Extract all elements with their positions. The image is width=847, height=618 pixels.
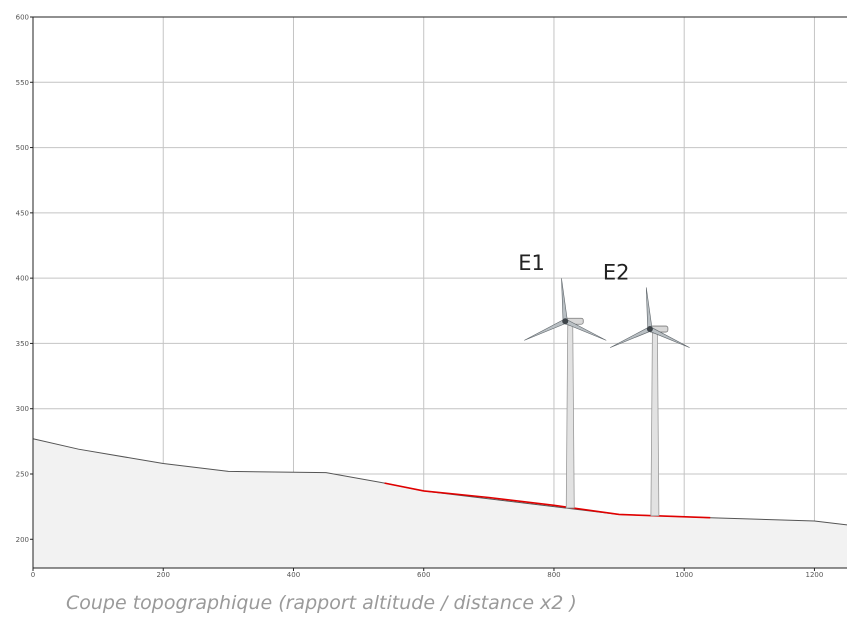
y-tick-label: 350: [16, 340, 29, 348]
y-tick-label: 450: [16, 209, 29, 217]
wind-turbine-e1: E1: [518, 251, 607, 509]
turbine-blade: [524, 318, 567, 341]
terrain-line: [32, 438, 847, 526]
y-tick-label: 600: [16, 14, 29, 22]
wind-turbine-e2: E2: [603, 260, 690, 517]
x-tick-label: 400: [287, 571, 300, 579]
wind-turbines: E1 E2: [518, 251, 690, 517]
x-tick-label: 1200: [806, 571, 824, 579]
chart-caption: Coupe topographique (rapport altitude / …: [66, 592, 577, 614]
turbine-hub: [562, 318, 569, 325]
x-tick-label: 600: [417, 571, 430, 579]
turbine-blade: [561, 278, 568, 322]
axes: 0 200 400 600 800 1000 1200 200 250 300 350 400 450 5…: [16, 14, 847, 579]
turbine-tower: [565, 324, 575, 509]
turbine-label-e1: E1: [518, 251, 545, 275]
highlighted-section-line: [384, 482, 711, 519]
y-tick-label: 300: [16, 405, 29, 413]
x-tick-label: 800: [547, 571, 560, 579]
x-tick-label: 0: [31, 571, 35, 579]
y-tick-label: 250: [16, 470, 29, 478]
turbine-blade: [609, 326, 652, 348]
turbine-label-e2: E2: [603, 260, 630, 284]
y-tick-label: 550: [16, 79, 29, 87]
y-tick-label: 200: [16, 536, 29, 544]
terrain-profile: [32, 438, 847, 568]
grid-lines: [33, 17, 847, 568]
turbine-tower: [650, 332, 660, 517]
turbine-blade: [645, 287, 653, 330]
terrain-area: [33, 438, 847, 568]
turbine-hub: [646, 326, 653, 333]
x-tick-label: 1000: [675, 571, 693, 579]
y-tick-label: 500: [16, 144, 29, 152]
x-tick-label: 200: [157, 571, 170, 579]
y-tick-label: 400: [16, 275, 29, 283]
